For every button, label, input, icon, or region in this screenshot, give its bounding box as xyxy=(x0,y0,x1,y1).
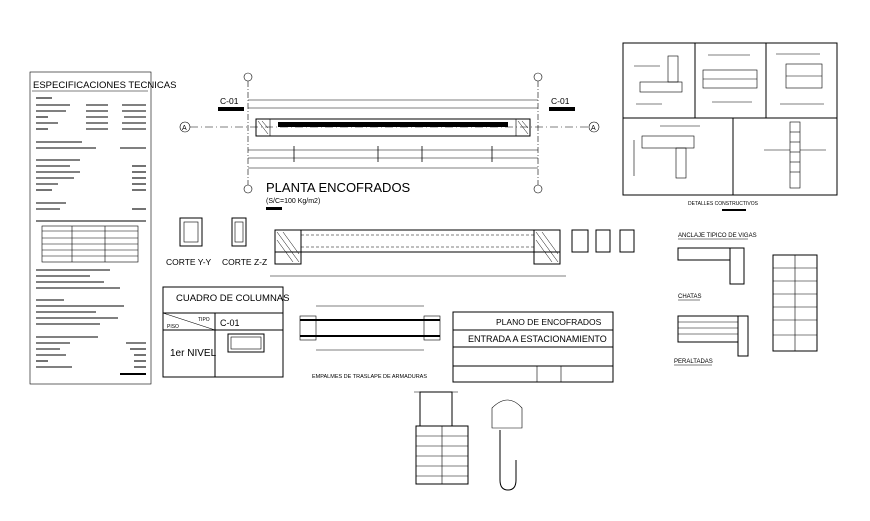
level-label: 1er NIVEL xyxy=(170,348,217,359)
title-block-line2: ENTRADA A ESTACIONAMIENTO xyxy=(468,334,607,344)
anchorage-details: ANCLAJE TIPICO DE VIGAS CHATAS PERALTADA… xyxy=(674,233,818,366)
plan-subtitle: (S/C=100 Kg/m2) xyxy=(266,198,320,205)
column-section-drawing xyxy=(227,333,265,353)
svg-text:TIPO: TIPO xyxy=(198,317,210,323)
beam-label-bar xyxy=(278,122,508,127)
specs-panel: ESPECIFICACIONES TECNICAS xyxy=(29,71,176,385)
specs-title: ESPECIFICACIONES TECNICAS xyxy=(33,80,176,91)
specs-rows-2 xyxy=(36,269,146,375)
peraltadas-label: PERALTADAS xyxy=(674,359,713,365)
column-label-right: C-01 xyxy=(551,96,570,106)
details-caption: DETALLES CONSTRUCTIVOS xyxy=(688,201,759,207)
grid-bubble-left-top xyxy=(243,72,253,82)
beam-outline xyxy=(255,118,531,137)
splice-caption: EMPALMES DE TRASLAPE DE ARMADURAS xyxy=(312,374,427,380)
bottom-details xyxy=(414,391,523,491)
details-panel: DETALLES CONSTRUCTIVOS xyxy=(622,42,838,211)
chatas-label: CHATAS xyxy=(678,294,701,300)
grid-bubble-right-top xyxy=(533,72,543,82)
column-type: C-01 xyxy=(220,318,240,328)
columns-table-title: CUADRO DE COLUMNAS xyxy=(176,293,290,304)
svg-text:PISO: PISO xyxy=(167,324,179,330)
title-block-line1: PLANO DE ENCOFRADOS xyxy=(496,317,602,327)
floor-plan: A A C-01 C-01 PLANTA ENCOFRADOS (S/C=100… xyxy=(179,72,600,210)
corte-z-label: CORTE Z-Z xyxy=(222,257,267,267)
corte-y-label: CORTE Y-Y xyxy=(166,257,212,267)
section-cuts: CORTE Y-Y CORTE Z-Z xyxy=(166,217,267,267)
grid-bubble-a-right xyxy=(588,121,600,133)
columns-table: CUADRO DE COLUMNAS TIPO PISO C-01 1er NI… xyxy=(162,286,290,378)
beam-elevation xyxy=(270,229,635,277)
svg-text:A: A xyxy=(182,125,187,132)
specs-table xyxy=(41,225,139,263)
splice-detail: EMPALMES DE TRASLAPE DE ARMADURAS xyxy=(299,305,441,380)
specs-rows-1 xyxy=(36,97,146,222)
plan-title: PLANTA ENCOFRADOS xyxy=(266,180,411,195)
title-block: PLANO DE ENCOFRADOS ENTRADA A ESTACIONAM… xyxy=(452,311,614,383)
hook-detail xyxy=(499,430,517,491)
anclaje-title: ANCLAJE TIPICO DE VIGAS xyxy=(678,233,757,239)
column-label-left: C-01 xyxy=(220,96,239,106)
svg-text:A: A xyxy=(591,125,596,132)
